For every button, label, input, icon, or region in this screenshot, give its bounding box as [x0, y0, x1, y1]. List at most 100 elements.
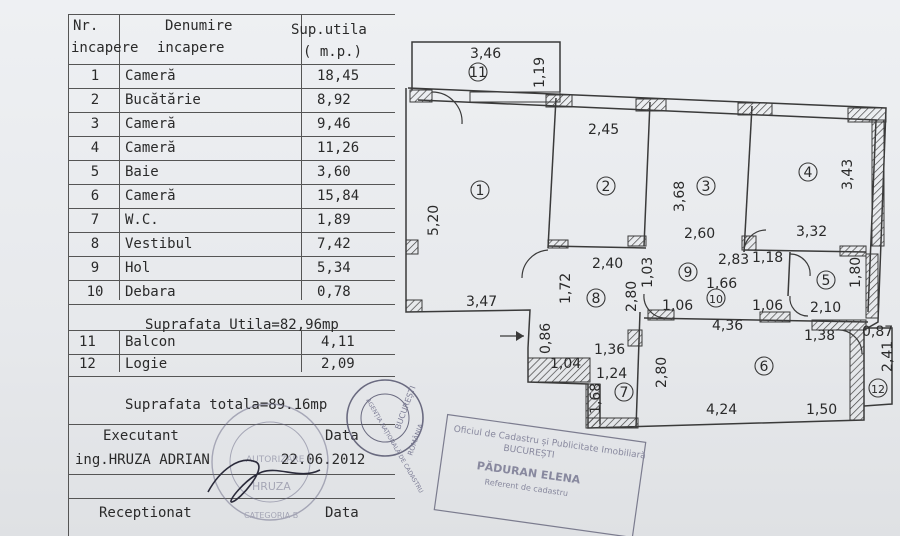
door-debara	[643, 293, 667, 319]
balcony-outline	[411, 41, 561, 92]
col-divider-nr-extras	[119, 330, 120, 372]
room-nr: 9	[90, 260, 100, 276]
dim-room3-depth: 3,68	[672, 181, 688, 212]
room-area: 8,92	[317, 92, 351, 108]
room-number-6: 6	[760, 359, 769, 375]
dim-room6-depth: 2,80	[654, 357, 670, 388]
dim-hall-width: 2,83	[718, 252, 749, 268]
plan-dimensions: 3,46 1,19 2,45 3,43 5,20 3,68 2,60 3,32 …	[426, 46, 896, 418]
room-number-8: 8	[592, 291, 601, 307]
room-area: 0,78	[317, 284, 351, 300]
col-divider-area	[301, 14, 302, 300]
room-number-3: 3	[702, 179, 711, 195]
room-name: Cameră	[125, 188, 176, 204]
receptionat-label: Receptionat	[99, 505, 192, 521]
door-balcony	[431, 91, 463, 125]
dim-vest-depth: 1,72	[558, 273, 574, 304]
room-nr: 4	[90, 140, 100, 156]
dim-bath-depth: 1,80	[848, 257, 864, 288]
header-nr-sub: incapere	[71, 40, 139, 56]
svg-text:BUCUREȘTI: BUCUREȘTI	[393, 385, 418, 431]
receptionat-date-label: Data	[325, 505, 359, 521]
extra-area: 2,09	[321, 356, 355, 372]
dim-debara-depth: 1,66	[706, 276, 737, 292]
dim-wc-depth: 1,68	[588, 383, 604, 414]
room-number-circles	[468, 62, 888, 402]
dim-room6-top: 4,36	[712, 318, 743, 334]
door-room4	[743, 229, 767, 253]
room-area: 18,45	[317, 68, 360, 84]
extra-name: Logie	[125, 356, 168, 372]
header-name-sub: incapere	[157, 40, 225, 56]
dim-room6-width: 4,24	[706, 402, 737, 418]
executant-name: ing.HRUZA ADRIAN	[75, 452, 210, 468]
extra-nr: 11	[79, 334, 96, 350]
room-number-11: 11	[469, 65, 487, 81]
dim-bath-door: 1,18	[752, 250, 783, 266]
room-nr: 7	[90, 212, 100, 228]
signature	[207, 459, 321, 503]
entrance-arrow	[500, 331, 524, 341]
header-area-unit: ( m.p.)	[303, 44, 363, 60]
dim-logia-depth: 2,41	[880, 341, 896, 372]
room-nr: 5	[90, 164, 100, 180]
dim-wc-width: 1,24	[596, 366, 627, 382]
room-area: 9,46	[317, 116, 351, 132]
room-name: Hol	[125, 260, 151, 276]
dim-kitchen-width: 2,45	[588, 122, 619, 138]
hatched-walls	[405, 89, 887, 429]
col-divider-nr	[119, 14, 120, 300]
wall-room6-left	[635, 311, 641, 429]
room-name: Cameră	[125, 68, 176, 84]
dim-room6-door: 1,38	[804, 328, 835, 344]
room-number-2: 2	[602, 179, 611, 195]
dim-entry-step: 1,04	[550, 356, 581, 372]
room-area: 5,34	[317, 260, 351, 276]
room-number-4: 4	[804, 165, 813, 181]
round-seal: BUCUREȘTI ROMÂNIA AGENȚIA NAȚIONALĂ DE C…	[346, 379, 425, 494]
room-nr: 3	[90, 116, 100, 132]
room-nr: 8	[90, 236, 100, 252]
door-room1	[521, 249, 549, 279]
svg-text:HRUZA: HRUZA	[252, 480, 291, 493]
door-debara2	[789, 295, 809, 317]
dim-room1-depth: 5,20	[426, 205, 442, 236]
room-name: Vestibul	[125, 236, 193, 252]
dim-vest-top: 2,40	[592, 256, 623, 272]
dim-room4-width: 3,32	[796, 224, 827, 240]
executant-date: 22.06.2012	[281, 452, 366, 468]
useful-total: Suprafata Utila=82,96mp	[145, 317, 339, 333]
room-number-1: 1	[476, 183, 485, 199]
dim-hall-depth: 1,03	[640, 257, 656, 288]
room-nr: 6	[90, 188, 100, 204]
dim-vest-side: 2,80	[624, 281, 640, 312]
room-name: Cameră	[125, 140, 176, 156]
room-area: 15,84	[317, 188, 360, 204]
door-bath	[789, 253, 811, 277]
col-divider-area-extras	[301, 330, 302, 372]
dim-room1-width: 3,47	[466, 294, 497, 310]
svg-text:ROMÂNIA: ROMÂNIA	[405, 422, 425, 457]
dim-vest-bottom: 1,36	[594, 342, 625, 358]
wall-2-3	[643, 101, 651, 247]
room-number-5: 5	[822, 273, 831, 289]
dim-room3-width: 2,60	[684, 226, 715, 242]
dim-room4-depth: 3,43	[840, 159, 856, 190]
dim-logia-width: 0,87	[862, 324, 893, 340]
svg-text:CATEGORIA B: CATEGORIA B	[244, 511, 298, 520]
room-number-9: 9	[684, 265, 693, 281]
room-name: Bucătărie	[125, 92, 201, 108]
dim-debara-left: 1,06	[662, 298, 693, 314]
svg-text:AUTORIZARE: AUTORIZARE	[246, 455, 305, 465]
dim-balcony-depth: 1,19	[532, 57, 548, 88]
room-name: W.C.	[125, 212, 159, 228]
wall-3-4	[743, 105, 753, 253]
room-name: Baie	[125, 164, 159, 180]
dim-entry-width: 0,86	[538, 323, 554, 354]
room-nr: 10	[86, 284, 104, 300]
room-number-12: 12	[871, 383, 885, 396]
room-name: Debara	[125, 284, 176, 300]
header-nr: Nr.	[73, 18, 99, 34]
room-nr: 2	[90, 92, 100, 108]
wall-1-2	[547, 97, 557, 249]
